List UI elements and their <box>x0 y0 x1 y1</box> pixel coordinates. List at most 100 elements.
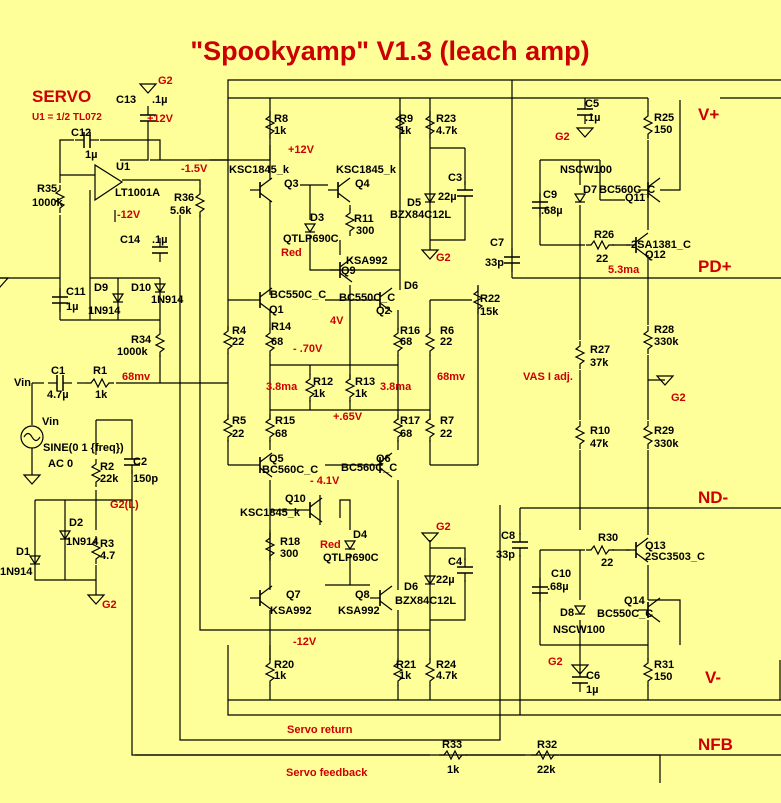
component-label-l34: 1N914 <box>66 536 99 548</box>
component-label-l148: D8 <box>560 607 574 619</box>
component-label-l90: Q10 <box>285 493 306 505</box>
net-label-n18: G2(L) <box>110 499 139 511</box>
component-label-l95: QTLP690C <box>323 552 379 564</box>
net-label-n4: +12V <box>288 144 315 156</box>
component-label-l142: Q13 <box>645 540 666 552</box>
component-label-l129: Q12 <box>645 249 666 261</box>
component-label-l15: D9 <box>94 282 108 294</box>
component-label-l43: R23 <box>436 113 456 125</box>
net-label-n17: 5.3ma <box>608 264 640 276</box>
component-label-l22: 4.7µ <box>47 389 69 401</box>
component-label-l102: Q8 <box>355 589 370 601</box>
component-label-l9: R36 <box>174 192 194 204</box>
rail-label-ndminus: ND- <box>698 488 728 507</box>
component-label-l92: D4 <box>353 529 368 541</box>
net-label-n8: 3.8ma <box>266 381 298 393</box>
component-label-l120: BC560C_C <box>599 184 655 196</box>
component-label-l131: 330k <box>654 336 679 348</box>
component-label-l41: R9 <box>399 113 413 125</box>
component-label-l88: Q6 <box>376 453 391 465</box>
component-label-l66: R4 <box>232 325 247 337</box>
component-label-l56: 300 <box>356 225 374 237</box>
component-label-l8: 1000k <box>32 197 63 209</box>
component-label-l144: C10 <box>551 568 571 580</box>
component-label-l55: R11 <box>354 213 374 225</box>
component-label-l123: .68µ <box>541 205 563 217</box>
component-label-l49: C3 <box>448 172 462 184</box>
component-label-l78: R5 <box>232 415 246 427</box>
component-label-l37: D1 <box>16 546 30 558</box>
ground-label-g6: G2 <box>548 656 563 668</box>
ground-label-g3: G2 <box>436 252 451 264</box>
component-label-l85: 22 <box>440 428 452 440</box>
component-label-l121: Q11 <box>625 192 645 204</box>
net-label-n14: Red <box>320 539 341 551</box>
component-label-l111: 1k <box>447 764 460 776</box>
component-label-l20: 1000k <box>117 346 148 358</box>
component-label-l143: 2SC3503_C <box>645 551 705 563</box>
component-label-l91: KSC1845_k <box>240 507 301 519</box>
component-label-l42: 1k <box>399 125 412 137</box>
component-label-l47: KSC1845_k <box>336 164 397 176</box>
component-label-l29: R2 <box>100 461 114 473</box>
component-label-l11: C14 <box>120 234 141 246</box>
component-label-l110: R33 <box>442 739 462 751</box>
net-label-n20: Servo feedback <box>286 767 368 779</box>
component-label-l48: Q4 <box>355 178 371 190</box>
component-label-l140: R30 <box>598 532 618 544</box>
component-label-l36: 4.7 <box>100 550 115 562</box>
component-label-l52: BZX84C12L <box>390 209 451 221</box>
net-label-n1: +12V <box>147 113 174 125</box>
component-label-l3: C12 <box>71 127 91 139</box>
rail-label-vplus: V+ <box>698 105 719 124</box>
components <box>0 83 674 760</box>
component-label-l62: Q2 <box>376 305 391 317</box>
component-label-l93: R18 <box>280 536 300 548</box>
component-label-l134: R10 <box>590 425 610 437</box>
component-label-l103: KSA992 <box>338 605 380 617</box>
component-label-l87: BC560C_C <box>262 464 318 476</box>
component-label-l115: .1µ <box>585 112 601 124</box>
diagram-title: "Spookyamp" V1.3 (leach amp) <box>190 36 589 66</box>
component-label-l141: 22 <box>601 557 613 569</box>
component-label-l99: BZX84C12L <box>395 595 456 607</box>
component-label-l54: QTLP690C <box>283 233 339 245</box>
ground-label-g7: G2 <box>102 599 117 611</box>
component-label-l19: R34 <box>131 334 152 346</box>
component-label-l86: Q5 <box>269 453 284 465</box>
net-label-n19: Servo return <box>287 724 353 736</box>
component-label-l25: Vin <box>14 377 31 389</box>
net-label-n10: +.65V <box>333 411 363 423</box>
component-label-l149: NSCW100 <box>553 624 605 636</box>
component-label-l116: R25 <box>654 112 674 124</box>
component-label-l58: KSA992 <box>346 255 388 267</box>
component-label-l132: R27 <box>590 344 610 356</box>
component-label-l13: C11 <box>66 286 86 298</box>
component-label-l74: R12 <box>313 376 333 388</box>
component-label-l109: 4.7k <box>436 670 458 682</box>
component-label-l114: C5 <box>585 98 599 110</box>
component-label-l147: BC550C_C <box>597 608 653 620</box>
component-label-l117: 150 <box>654 124 672 136</box>
component-label-l151: 150 <box>654 671 672 683</box>
rail-label-nfb: NFB <box>698 735 733 754</box>
component-label-l96: C4 <box>448 556 463 568</box>
component-label-l130: R28 <box>654 324 674 336</box>
ground-label-g5: G2 <box>436 521 451 533</box>
component-label-l104: R20 <box>274 659 294 671</box>
component-label-l1: C13 <box>116 94 136 106</box>
component-label-l30: 22k <box>100 473 119 485</box>
component-label-l94: 300 <box>280 548 298 560</box>
net-label-n15: -12V <box>293 636 317 648</box>
component-label-l136: R29 <box>654 425 674 437</box>
component-label-l101: KSA992 <box>270 605 312 617</box>
component-label-l79: 22 <box>232 428 244 440</box>
component-label-l112: R32 <box>537 739 557 751</box>
component-label-l18: 1N914 <box>151 294 184 306</box>
net-label-n5: Red <box>281 247 302 259</box>
component-label-l57: Q9 <box>341 265 356 277</box>
net-label-n11: 68mv <box>122 371 151 383</box>
